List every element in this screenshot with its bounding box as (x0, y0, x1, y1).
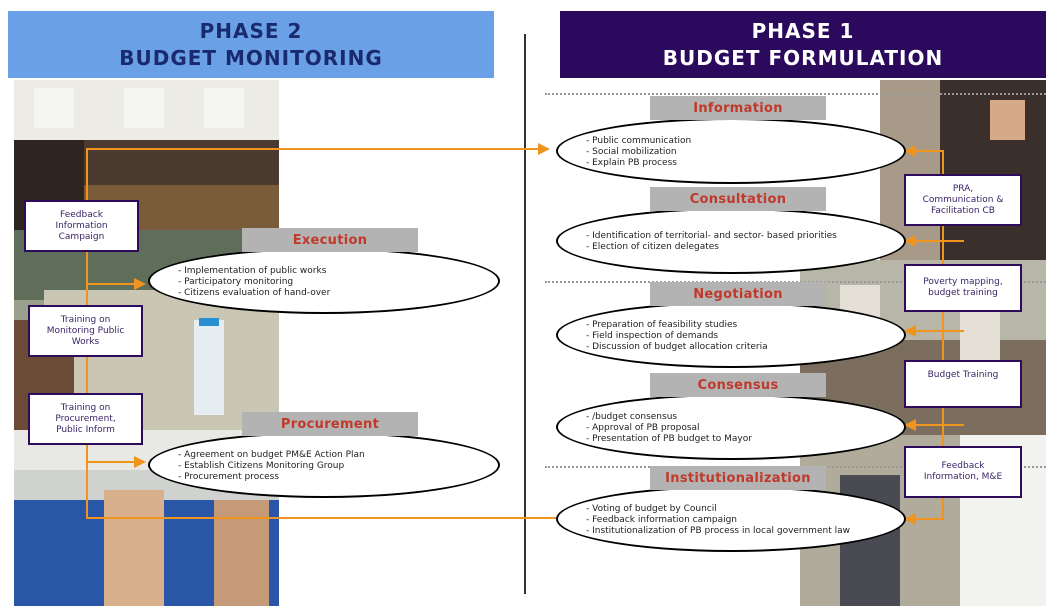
side-box-line: PRA, (952, 183, 974, 194)
side-box-line: Training on (60, 314, 111, 325)
label-institutionalization: Institutionalization (650, 466, 826, 490)
connector-right-consultation (912, 240, 964, 242)
center-divider (524, 34, 526, 594)
side-box-line: Budget Training (927, 370, 999, 380)
label-consultation: Consultation (650, 187, 826, 211)
pill-item: - Citizens evaluation of hand-over (178, 287, 331, 298)
phase1-header: PHASE 1 BUDGET FORMULATION (560, 11, 1046, 78)
pill-item: - Participatory monitoring (178, 276, 294, 287)
pill-item: - Explain PB process (586, 157, 677, 168)
side-box-line: Campaign (58, 231, 105, 242)
pill-item: - Approval of PB proposal (586, 422, 700, 433)
label-consensus-text: Consensus (697, 377, 779, 393)
pill-item: - Election of citizen delegates (586, 242, 719, 252)
pill-consultation: - Identification of territorial- and sec… (556, 208, 906, 274)
arrow-right-information (904, 145, 916, 157)
side-box-poverty-mapping: Poverty mapping, budget training (904, 264, 1022, 312)
side-box-line: Feedback (941, 461, 985, 471)
pill-item: - Institutionalization of PB process in … (586, 525, 850, 536)
side-box-line: Works (71, 336, 100, 347)
arrow-right-institutionalization (904, 513, 916, 525)
arrow-to-execution (134, 278, 146, 290)
side-box-line: Information, M&E (923, 472, 1003, 482)
pill-execution: - Implementation of public works - Parti… (148, 248, 500, 314)
side-box-line: Information (55, 220, 108, 231)
dotted-separator-top (545, 93, 1046, 95)
phase1-title-line2: BUDGET FORMULATION (662, 45, 944, 70)
side-box-training-monitoring: Training on Monitoring Public Works (28, 305, 143, 357)
pill-item: - Identification of territorial- and sec… (586, 231, 837, 241)
arrow-to-procurement (134, 456, 146, 468)
pill-item: - Procurement process (178, 471, 280, 482)
pill-item: - Implementation of public works (178, 265, 327, 276)
phase2-header: PHASE 2 BUDGET MONITORING (8, 11, 494, 78)
pill-item: - Establish Citizens Monitoring Group (178, 460, 345, 471)
side-box-line: budget training (928, 288, 998, 298)
connector-right-consensus (912, 424, 964, 426)
pill-item: - Public communication (586, 135, 692, 146)
side-box-training-procurement: Training on Procurement, Public Inform (28, 393, 143, 445)
connector-to-execution (86, 283, 136, 285)
pill-institutionalization: - Voting of budget by Council - Feedback… (556, 486, 906, 552)
pill-item: - Preparation of feasibility studies (586, 319, 738, 330)
side-box-line: Feedback (60, 209, 103, 220)
phase2-title-line1: PHASE 2 (199, 18, 303, 43)
side-box-line: Monitoring Public (46, 325, 125, 336)
side-box-line: Poverty mapping, (923, 277, 1003, 287)
label-consultation-text: Consultation (689, 191, 787, 207)
photo-presenter (880, 80, 1046, 260)
side-box-budget-training: Budget Training (904, 360, 1022, 408)
pill-consensus: - /budget consensus - Approval of PB pro… (556, 394, 906, 460)
side-box-line: Public Inform (56, 424, 115, 435)
phase1-title-line1: PHASE 1 (751, 18, 855, 43)
connector-top-horizontal (86, 148, 542, 150)
arrow-to-information (538, 143, 550, 155)
side-box-line: Procurement, (55, 413, 116, 424)
pill-item: - Agreement on budget PM&E Action Plan (178, 449, 365, 460)
label-negotiation: Negotiation (650, 282, 826, 306)
label-execution: Execution (242, 228, 418, 252)
pill-item: - Social mobilization (586, 146, 677, 157)
pill-item: - Field inspection of demands (586, 330, 719, 341)
pill-item: - Discussion of budget allocation criter… (586, 341, 768, 352)
phase2-title-line2: BUDGET MONITORING (119, 45, 383, 70)
arrow-right-consultation (904, 235, 916, 247)
arrow-right-consensus (904, 419, 916, 431)
pill-item: - /budget consensus (586, 411, 678, 422)
connector-right-vertical (942, 150, 944, 520)
label-procurement: Procurement (242, 412, 418, 436)
side-box-line: Training on (60, 402, 111, 413)
connector-bottom-horizontal (86, 517, 556, 519)
side-box-feedback-me: Feedback Information, M&E (904, 446, 1022, 498)
side-box-line: Communication & (922, 194, 1004, 205)
pill-procurement: - Agreement on budget PM&E Action Plan -… (148, 432, 500, 498)
label-procurement-text: Procurement (280, 416, 380, 432)
connector-right-information (910, 150, 944, 152)
pill-negotiation: - Preparation of feasibility studies - F… (556, 302, 906, 368)
label-negotiation-text: Negotiation (693, 286, 783, 302)
label-information-text: Information (693, 100, 783, 116)
pill-item: - Voting of budget by Council (586, 503, 717, 514)
pill-item: - Feedback information campaign (586, 514, 738, 525)
label-information: Information (650, 96, 826, 120)
connector-right-institutionalization (912, 518, 944, 520)
connector-right-negotiation (912, 330, 964, 332)
pill-information: - Public communication - Social mobiliza… (556, 118, 906, 184)
label-execution-text: Execution (292, 232, 368, 248)
side-box-feedback-campaign: Feedback Information Campaign (24, 200, 139, 252)
label-institutionalization-text: Institutionalization (665, 470, 811, 486)
arrow-right-negotiation (904, 325, 916, 337)
side-box-line: Facilitation CB (931, 205, 995, 216)
label-consensus: Consensus (650, 373, 826, 397)
connector-to-procurement (86, 461, 136, 463)
side-box-pra: PRA, Communication & Facilitation CB (904, 174, 1022, 226)
pill-item: - Presentation of PB budget to Mayor (586, 433, 752, 444)
